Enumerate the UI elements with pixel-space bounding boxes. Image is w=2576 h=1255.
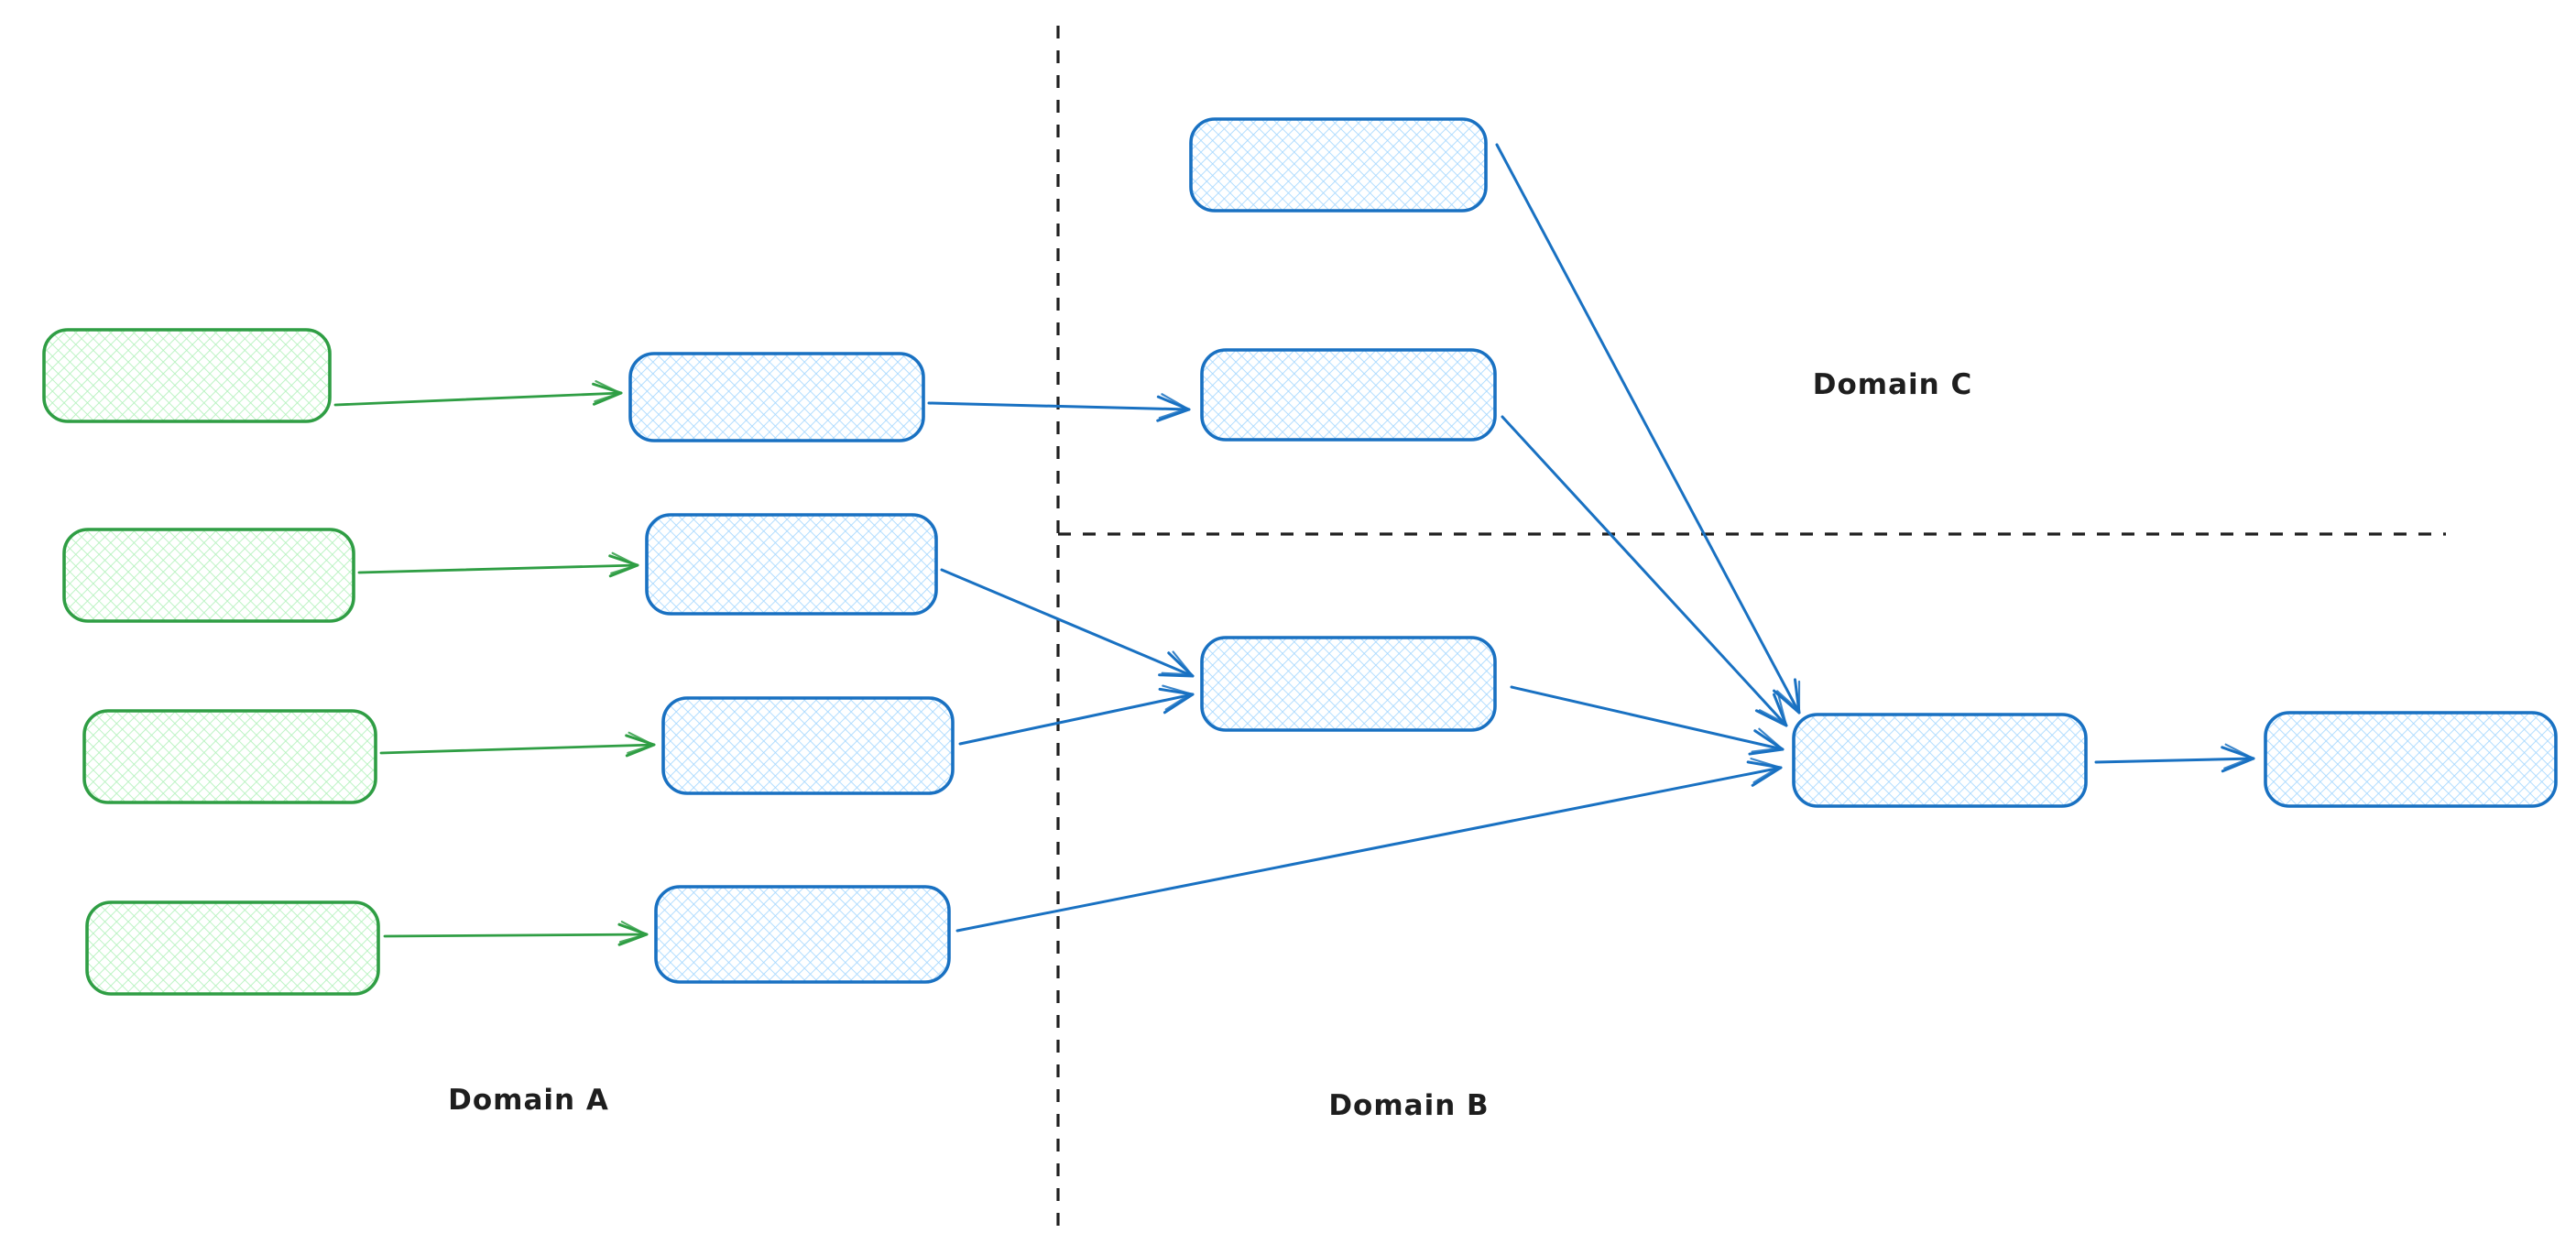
domain-a-stage-node-2	[645, 513, 938, 616]
edge-domainb1-hub	[1510, 685, 1785, 756]
domain-a-source-node-2	[62, 528, 355, 623]
edge-source2-stage2	[357, 551, 639, 578]
domain-a-source-node-3	[82, 709, 377, 804]
labels-layer: Domain A Domain B Domain C	[448, 368, 1973, 1122]
edge-hub-output	[2094, 743, 2255, 773]
edge-domainc1-hub	[1495, 143, 1801, 715]
domain-a-stage-node-1	[628, 352, 925, 442]
edge-source4-stage4	[383, 921, 649, 946]
domain-c-node-1	[1189, 117, 1488, 213]
edge-source1-stage1	[333, 380, 623, 407]
domain-a-label: Domain A	[448, 1084, 609, 1117]
domain-a-stage-node-4	[654, 885, 951, 984]
domain-b-label: Domain B	[1328, 1089, 1489, 1122]
domain-b-hub-node	[1792, 713, 2088, 808]
edge-source3-stage3	[379, 731, 656, 758]
domain-b-node-1	[1200, 636, 1497, 732]
domain-a-stage-node-3	[661, 696, 955, 795]
edge-stage4-hub	[955, 758, 1783, 933]
domain-b-output-node	[2264, 711, 2558, 808]
edge-domainc2-hub	[1501, 415, 1788, 727]
edge-stage2-domainb1	[940, 568, 1195, 678]
edges-layer	[333, 143, 2255, 946]
domain-a-source-node-1	[42, 328, 332, 423]
domain-c-label: Domain C	[1813, 368, 1973, 401]
nodes-layer	[42, 117, 2558, 996]
edge-stage3-domainb1	[958, 684, 1195, 746]
domain-a-source-node-4	[85, 900, 380, 996]
domain-c-node-2	[1200, 348, 1497, 442]
dividers-layer	[1056, 26, 2446, 1235]
edge-stage1-domainc2	[927, 393, 1191, 422]
